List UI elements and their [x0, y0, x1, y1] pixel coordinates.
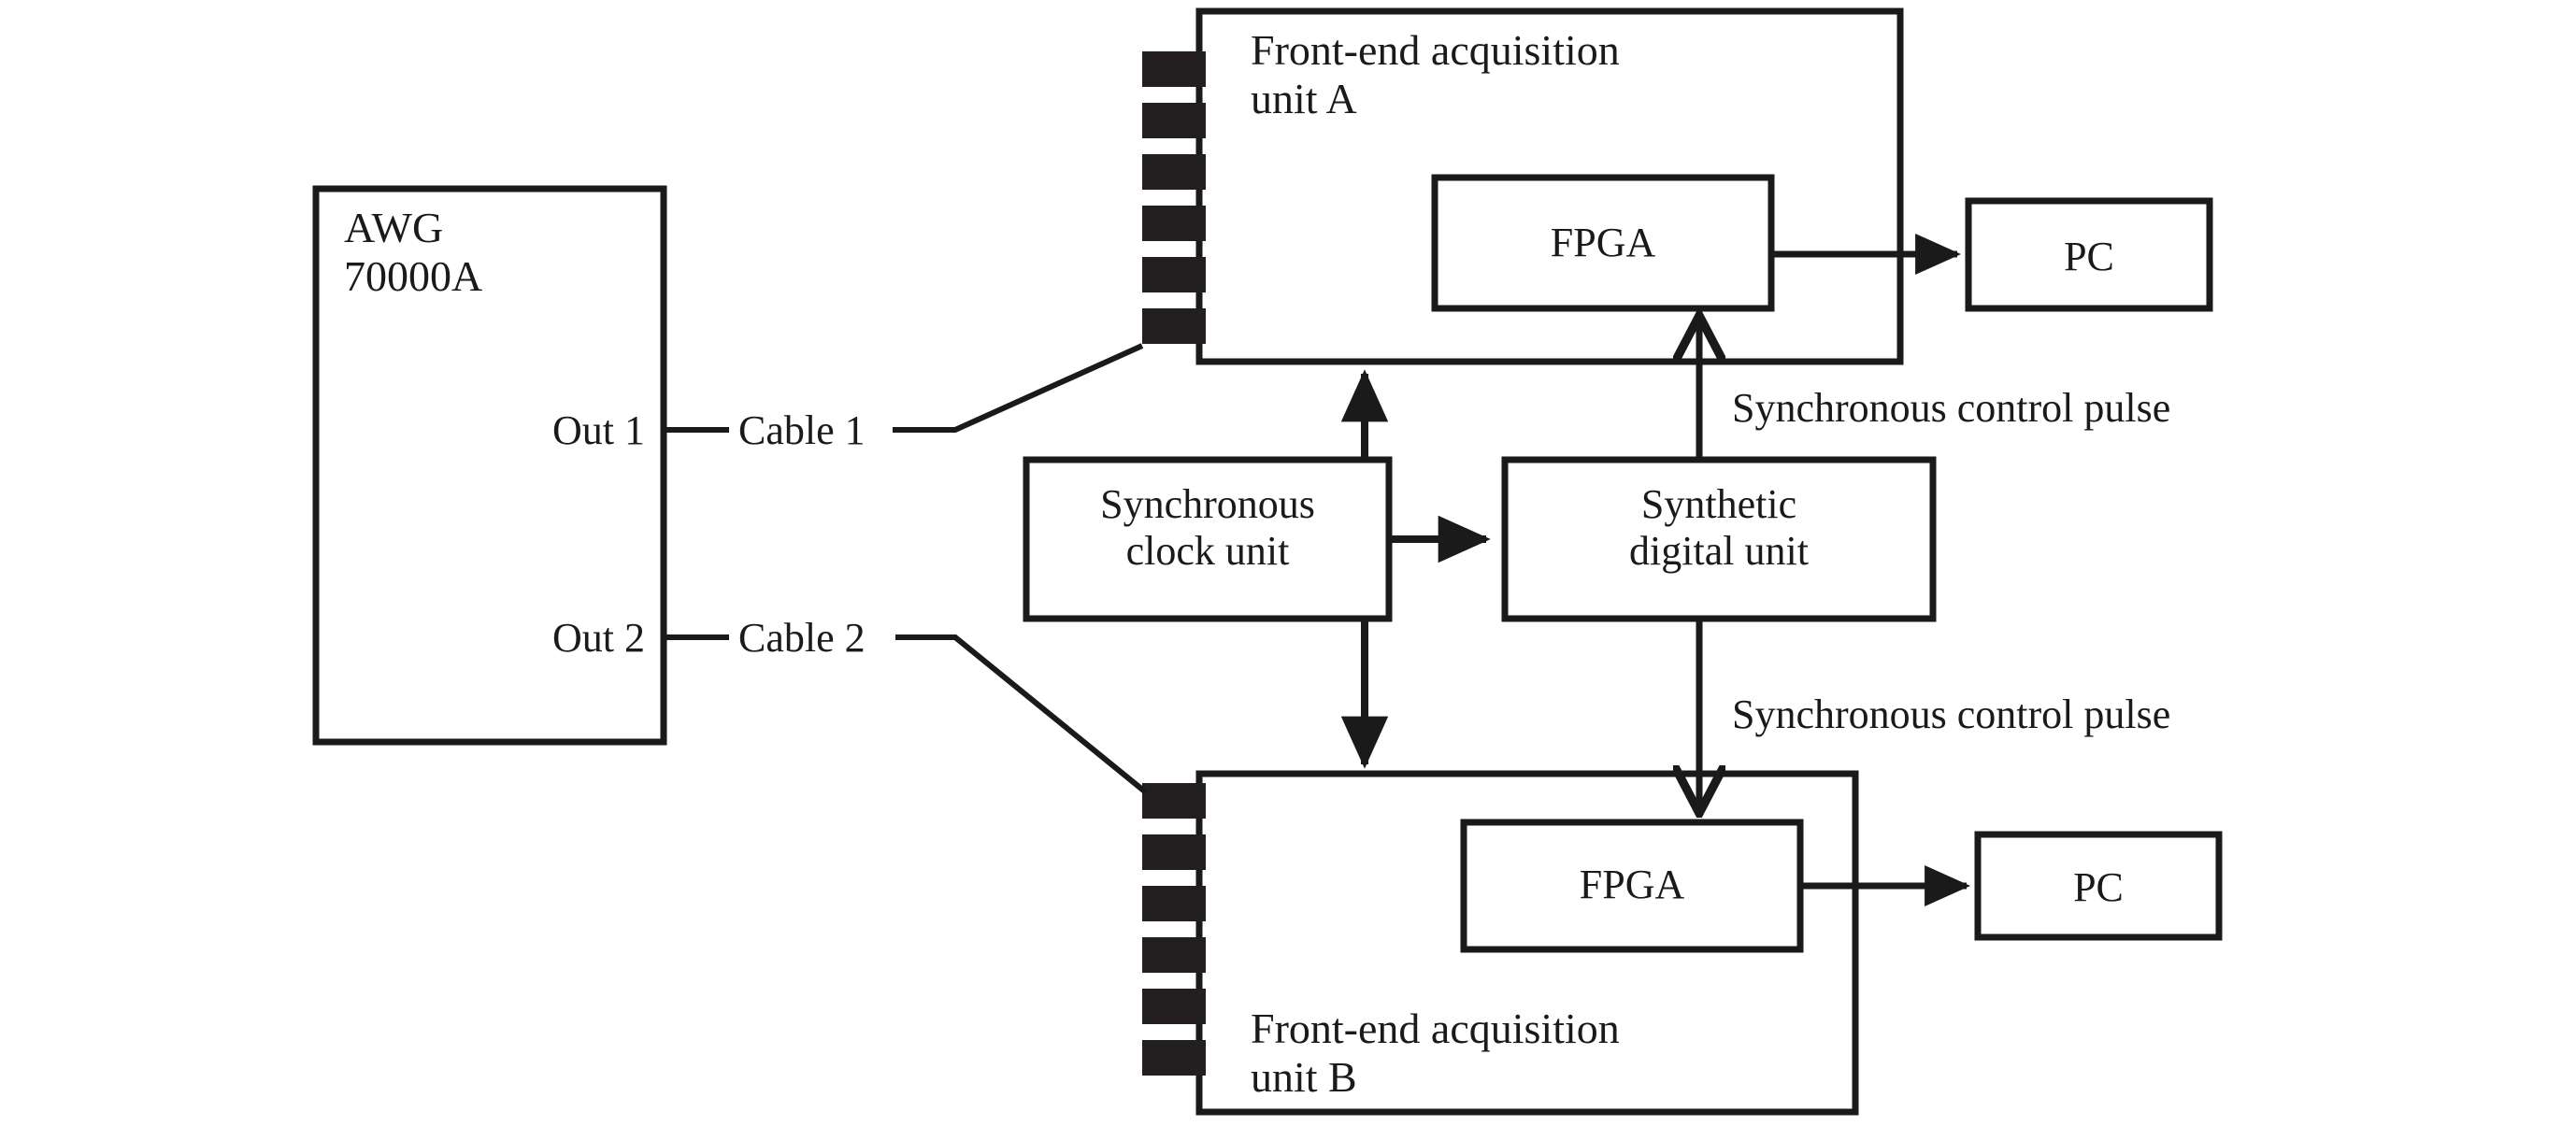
cable-1-path: [893, 343, 1144, 433]
pc-a-box: [1965, 197, 2213, 312]
fpga-a-box: [1431, 174, 1775, 312]
fpga-b-box: [1460, 819, 1804, 953]
frontend-a-connector-comb: [1142, 51, 1206, 344]
awg-box: [312, 185, 667, 746]
sync-clock-box: [1023, 456, 1393, 622]
synthetic-digital-box: [1501, 456, 1937, 622]
frontend-b-connector-comb: [1142, 783, 1206, 1076]
pc-b-box: [1974, 831, 2223, 941]
cable-2-path: [895, 634, 1148, 795]
